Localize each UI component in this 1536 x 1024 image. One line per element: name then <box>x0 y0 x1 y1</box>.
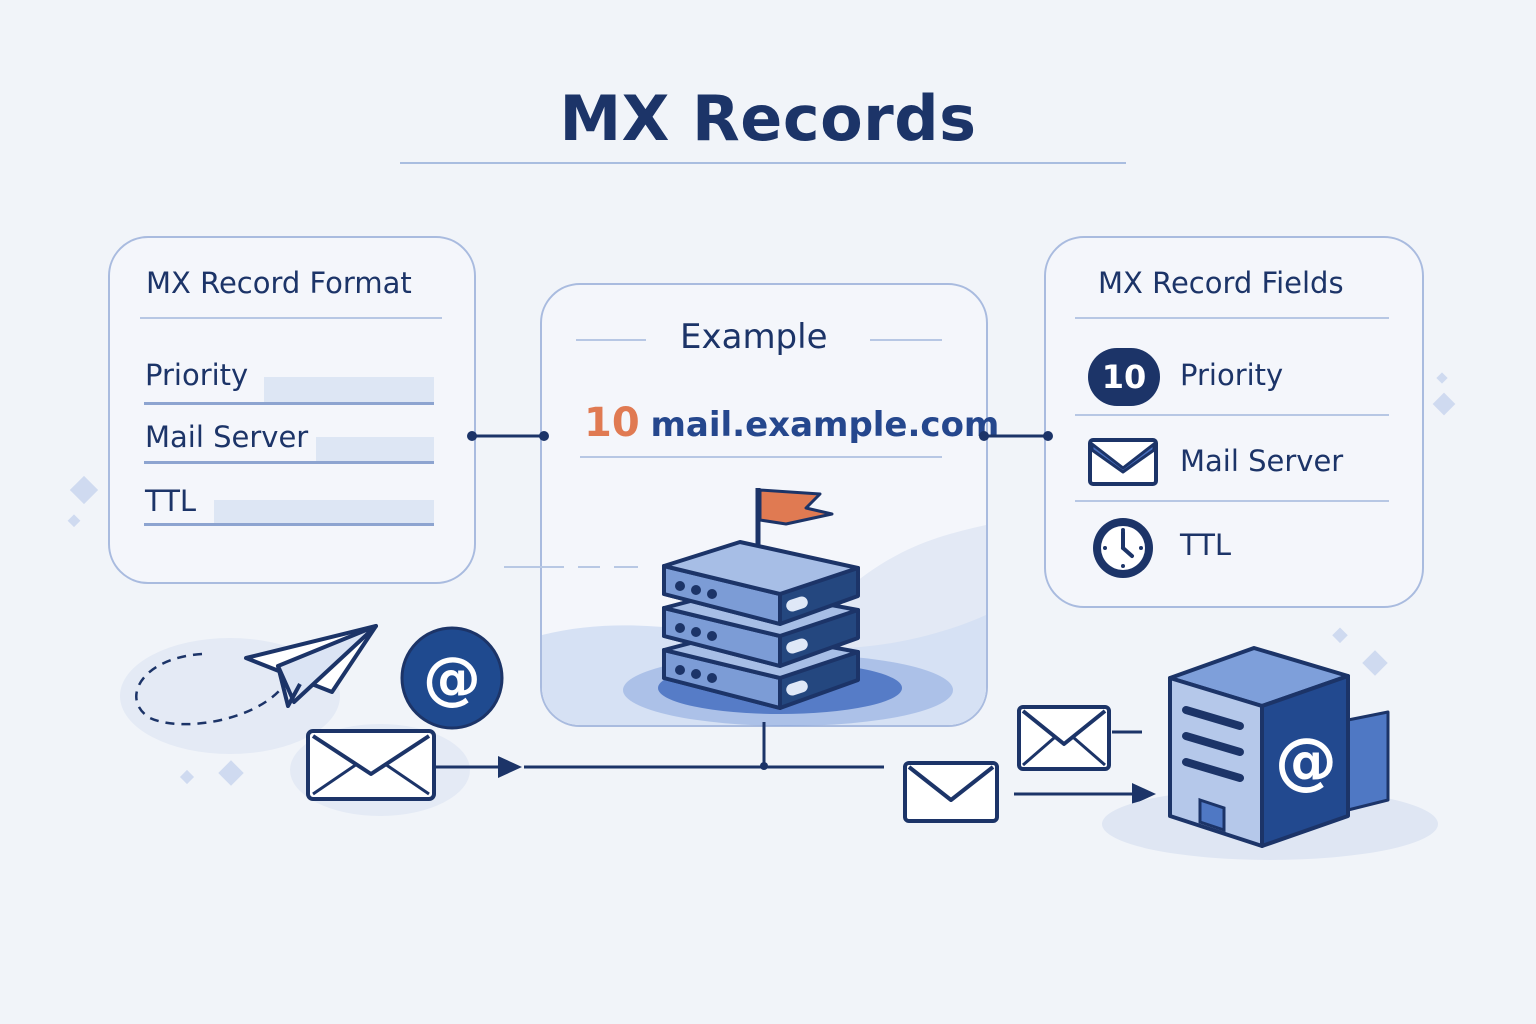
fields-row-ttl: TTL <box>1180 528 1232 562</box>
mail-flow-line <box>436 722 884 778</box>
server-stack-icon <box>623 488 953 726</box>
format-card-heading: MX Record Format <box>146 266 412 300</box>
connector-right <box>979 431 1053 441</box>
example-heading-rule-right <box>870 339 942 341</box>
clock-icon <box>1093 518 1153 578</box>
format-card <box>108 236 476 584</box>
example-record: 10 mail.example.com <box>584 400 999 446</box>
format-row-priority-field <box>264 377 434 402</box>
outgoing-envelope-icon <box>306 729 436 801</box>
title-divider <box>400 162 1126 164</box>
format-row-ttl-underline <box>144 523 434 526</box>
format-row-priority: Priority <box>145 358 249 392</box>
fields-row-priority: Priority <box>1180 358 1284 392</box>
example-record-underline <box>580 456 942 458</box>
format-row-mail-server: Mail Server <box>145 420 309 454</box>
example-heading-rule-left <box>576 339 646 341</box>
page-title: MX Records <box>559 82 977 155</box>
mail-server-building-icon: @ <box>1102 646 1438 860</box>
fields-row-divider-2 <box>1075 500 1389 502</box>
format-row-mail-server-underline <box>144 461 434 464</box>
format-row-mail-server-field <box>316 437 434 462</box>
format-card-divider <box>140 317 442 319</box>
at-sign-icon: @ <box>400 626 504 730</box>
dashed-guide <box>504 566 638 568</box>
format-row-priority-underline <box>144 402 434 405</box>
envelope-icon <box>1088 438 1158 486</box>
example-domain-value: mail.example.com <box>650 405 1000 445</box>
incoming-envelope-icon <box>903 761 999 823</box>
format-row-ttl-field <box>214 500 434 525</box>
fields-card-heading: MX Record Fields <box>1098 266 1344 300</box>
paper-plane-icon <box>244 624 378 708</box>
example-priority-value: 10 <box>584 400 640 446</box>
queued-envelope-icon <box>1017 705 1142 771</box>
connector-left <box>467 431 549 441</box>
fields-card-divider <box>1075 317 1389 319</box>
svg-text:@: @ <box>423 644 481 712</box>
fields-row-divider-1 <box>1075 414 1389 416</box>
fields-row-mail-server: Mail Server <box>1180 444 1344 478</box>
priority-badge: 10 <box>1088 348 1160 406</box>
example-card-heading: Example <box>680 317 828 357</box>
svg-text:@: @ <box>1275 724 1337 797</box>
format-row-ttl: TTL <box>145 484 197 518</box>
delivery-arrow <box>1014 783 1156 805</box>
